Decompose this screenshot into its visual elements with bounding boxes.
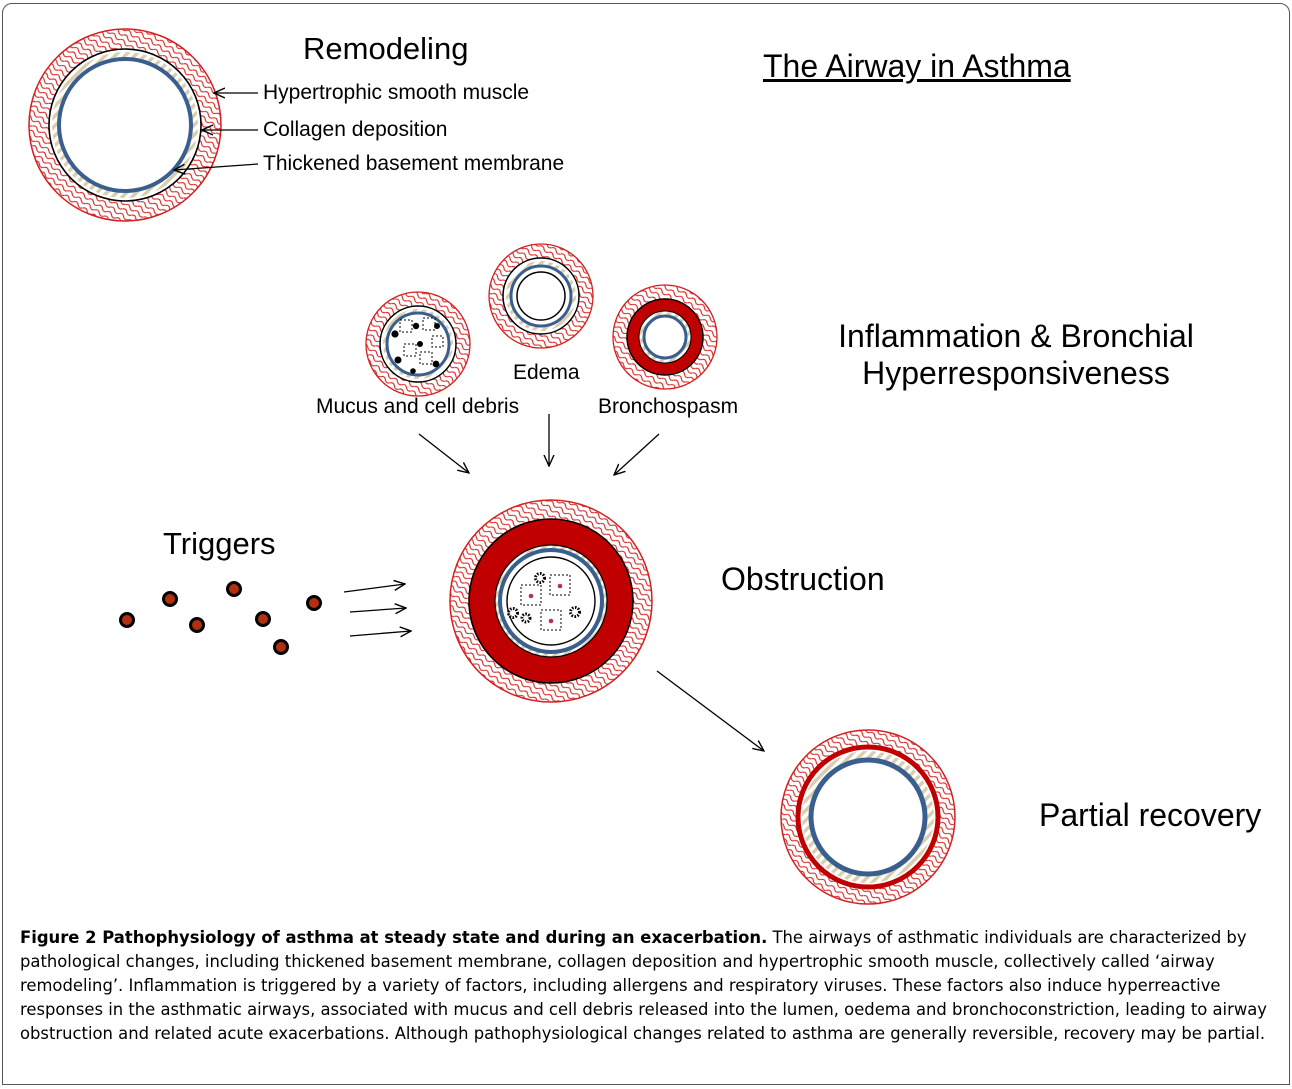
- mucus-label: Mucus and cell debris: [316, 395, 520, 418]
- remodeling-heading: Remodeling: [303, 31, 469, 66]
- trigger-particles: [119, 581, 322, 655]
- bronchospasm-label: Bronchospasm: [598, 395, 739, 418]
- bronchospasm-airway-icon: [612, 284, 718, 390]
- collagen-deposition-label: Collagen deposition: [263, 118, 448, 141]
- basement-membrane-label: Thickened basement membrane: [263, 152, 565, 175]
- partial-recovery-label: Partial recovery: [1039, 797, 1262, 833]
- hypertrophic-muscle-label: Hypertrophic smooth muscle: [263, 81, 530, 104]
- airway-diagram: [28, 28, 956, 905]
- triggers-label: Triggers: [163, 526, 276, 561]
- remodeling-leader-lines: [174, 93, 259, 170]
- edema-airway-icon: [488, 243, 594, 349]
- edema-label: Edema: [513, 361, 580, 384]
- inflammation-heading-line1: Inflammation & Bronchial: [838, 318, 1194, 354]
- recovery-arrow: [656, 670, 764, 751]
- recovered-airway-icon: [780, 729, 956, 905]
- obstruction-label: Obstruction: [721, 561, 885, 597]
- mucus-airway-icon: [365, 291, 471, 397]
- caption-body: The airways of asthmatic individuals are…: [20, 928, 1267, 1043]
- figure-caption: Figure 2 Pathophysiology of asthma at st…: [20, 926, 1272, 1046]
- caption-lead: Figure 2 Pathophysiology of asthma at st…: [20, 928, 768, 947]
- figure-frame: [2, 3, 1290, 1085]
- remodeled-airway-icon: [28, 28, 222, 222]
- converging-arrows: [418, 414, 660, 475]
- diagram-title: The Airway in Asthma: [763, 48, 1071, 84]
- inflammation-heading-line2: Hyperresponsiveness: [862, 354, 1170, 391]
- inflammation-heading: Inflammation & Bronchial Hyperresponsive…: [826, 318, 1206, 392]
- trigger-arrows: [343, 584, 411, 636]
- obstructed-airway-icon: [449, 499, 653, 703]
